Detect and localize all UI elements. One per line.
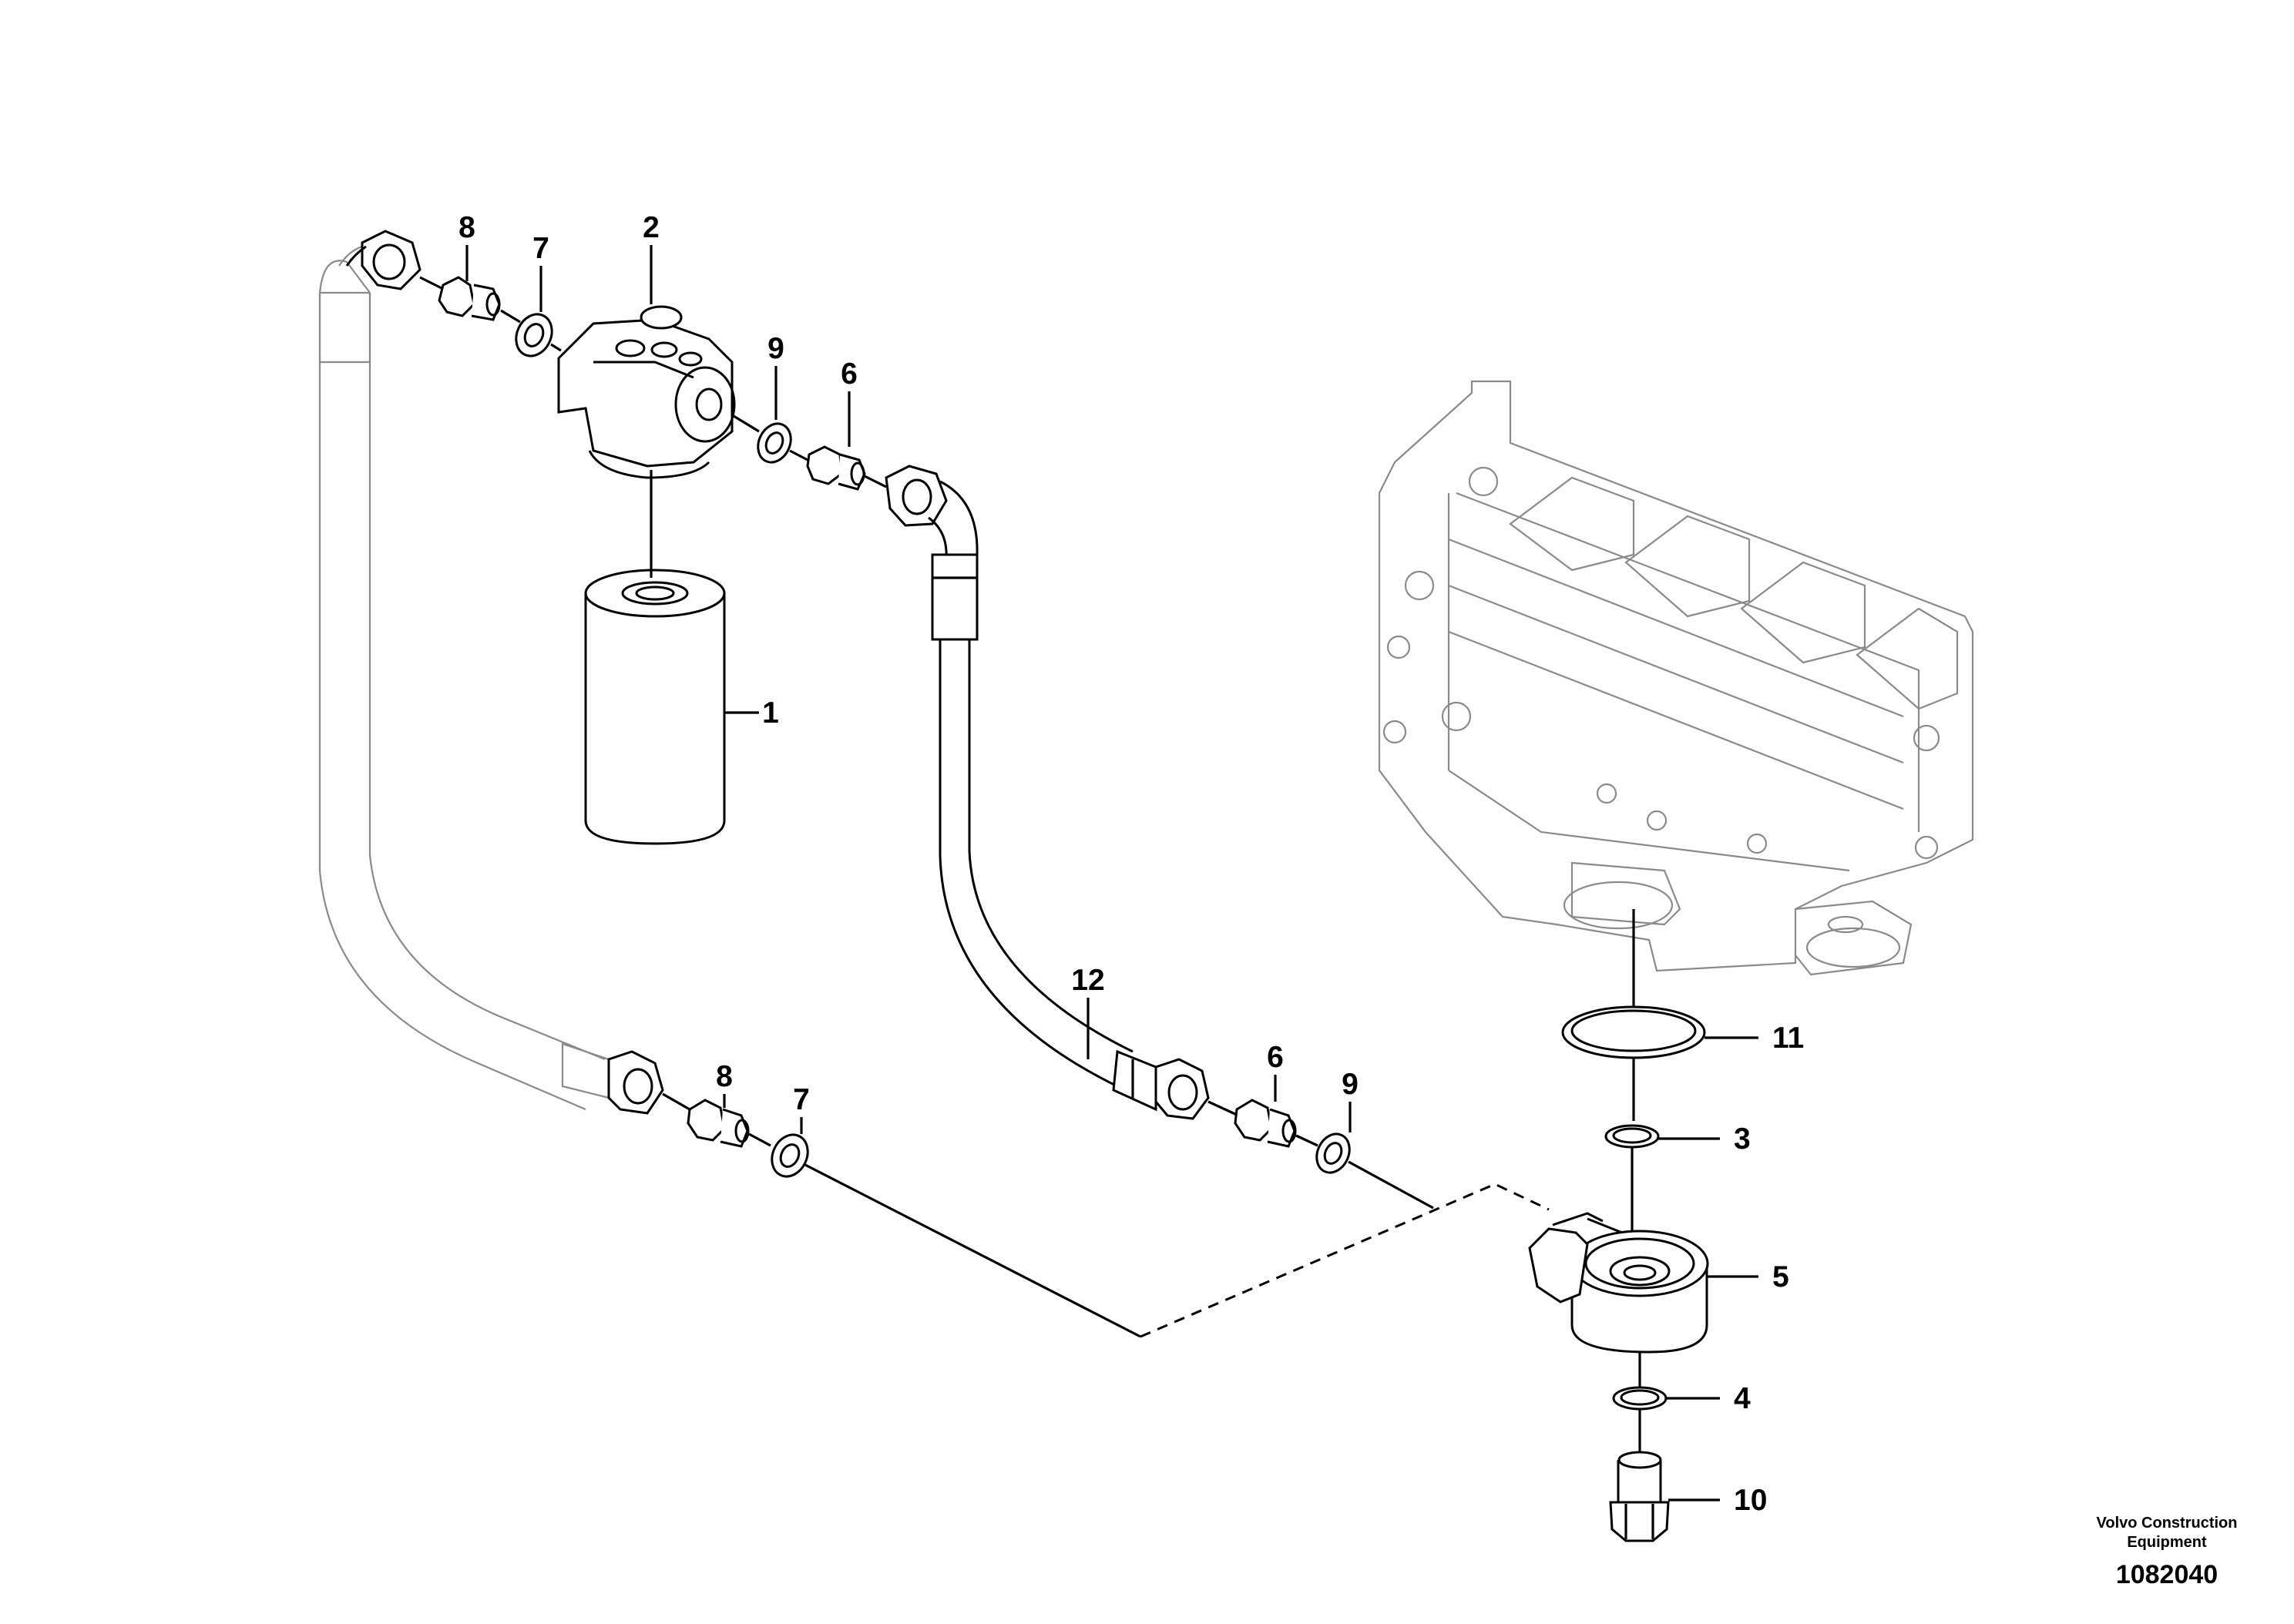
- callout-2: 2: [643, 211, 660, 244]
- right-hose: [928, 480, 1210, 1120]
- callout-9-top: 9: [767, 332, 784, 365]
- washer-9-top: [757, 422, 792, 464]
- brand-line-1: Volvo Construction: [2097, 1515, 2238, 1532]
- adapter-8-bottom: [687, 1099, 750, 1148]
- callout-7-bottom: 7: [793, 1083, 810, 1116]
- callout-10: 10: [1734, 1484, 1767, 1517]
- engine-block: [1378, 380, 1974, 976]
- callout-8-bottom: 8: [716, 1060, 733, 1093]
- plug-10: [1609, 1451, 1670, 1542]
- callout-4: 4: [1734, 1382, 1751, 1415]
- washer-7-top: [515, 313, 553, 357]
- left-hose: [318, 243, 606, 1111]
- right-hose-top-nut: [885, 465, 948, 527]
- o-ring-4: [1612, 1386, 1668, 1411]
- callout-3: 3: [1734, 1122, 1751, 1156]
- callout-12: 12: [1071, 964, 1104, 997]
- brand-line-2: Equipment: [2127, 1534, 2207, 1551]
- callout-7-top: 7: [532, 232, 549, 265]
- oil-filter: [584, 569, 726, 845]
- reference-number: 1082040: [2116, 1560, 2218, 1589]
- o-ring-3: [1604, 1124, 1660, 1149]
- callout-9-bottom: 9: [1342, 1068, 1359, 1101]
- seal-ring-11: [1561, 1005, 1706, 1059]
- callout-6-bottom: 6: [1267, 1041, 1284, 1074]
- callout-6-top: 6: [841, 357, 858, 391]
- washer-9-bottom: [1315, 1132, 1351, 1174]
- adapter-6-bottom: [1234, 1099, 1297, 1148]
- left-hose-bottom-nut: [561, 1042, 664, 1115]
- filter-head: [557, 305, 736, 479]
- washer-7-bottom: [771, 1133, 809, 1178]
- adapter-block-5: [1528, 1212, 1709, 1354]
- callout-11: 11: [1772, 1022, 1804, 1055]
- adapter-8-top: [438, 276, 501, 321]
- adapter-6-top: [806, 445, 866, 491]
- callout-5: 5: [1772, 1260, 1789, 1293]
- callout-1: 1: [762, 696, 779, 730]
- callout-8-top: 8: [458, 211, 475, 244]
- callout-leaders: [465, 245, 1758, 1502]
- left-hose-top-nut: [345, 230, 422, 290]
